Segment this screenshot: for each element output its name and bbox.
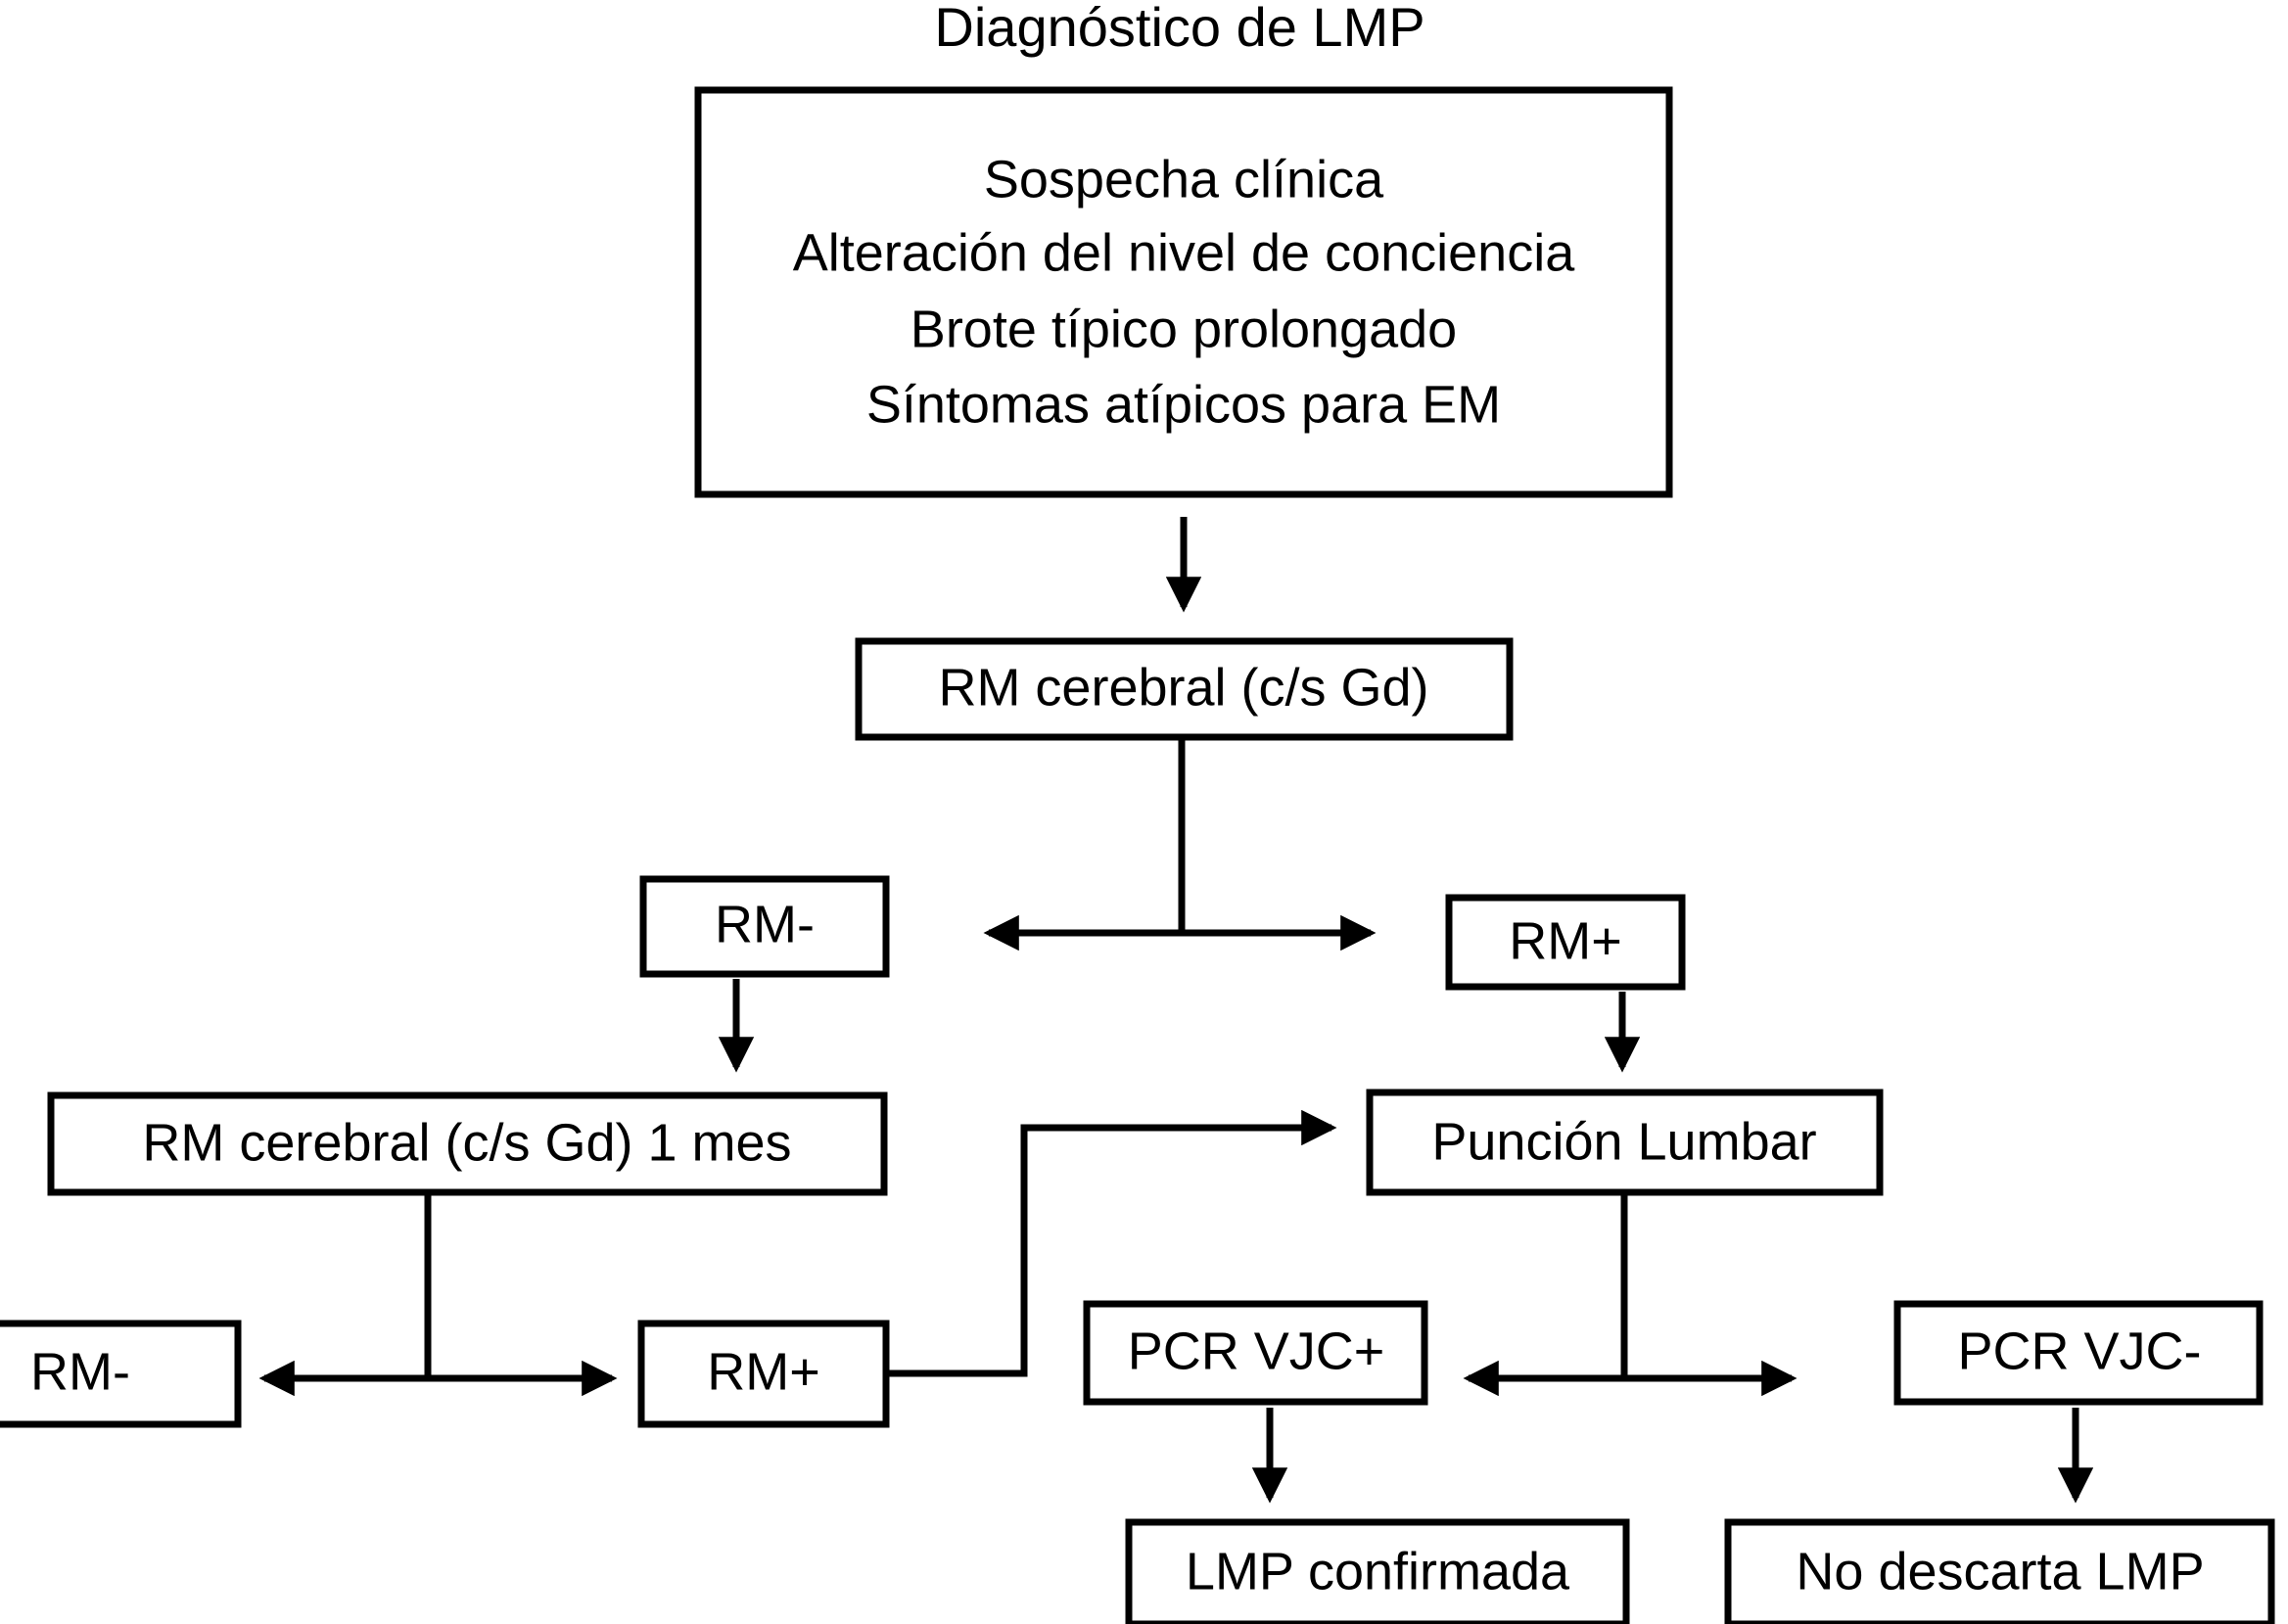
node-no-descarta-lmp[interactable] bbox=[1724, 1518, 2275, 1624]
node-rm-cerebral-1-mes[interactable] bbox=[47, 1091, 888, 1196]
node-pcr-vjc-positive[interactable] bbox=[1083, 1300, 1428, 1406]
node-puncion-lumbar-label: Punción Lumbar bbox=[1431, 1112, 1816, 1171]
node-rm-cerebral-1-mes-label: RM cerebral (c/s Gd) 1 mes bbox=[142, 1113, 791, 1172]
node-no-descarta-lmp-label: No descarta LMP bbox=[1796, 1542, 2204, 1601]
node-rm-positive-2-label: RM+ bbox=[707, 1342, 820, 1401]
node-sospecha-line1: Sospecha clínica bbox=[984, 150, 1384, 209]
node-sospecha-line4: Síntomas atípicos para EM bbox=[866, 375, 1501, 434]
node-pcr-vjc-negative-label: PCR VJC- bbox=[1957, 1322, 2201, 1380]
node-rm-cerebral[interactable] bbox=[855, 637, 1514, 741]
node-lmp-confirmada[interactable] bbox=[1125, 1518, 1630, 1624]
node-rm-negative-1-label: RM- bbox=[715, 895, 815, 953]
node-rm-cerebral-label: RM cerebral (c/s Gd) bbox=[938, 658, 1428, 717]
page-title: Diagnóstico de LMP bbox=[934, 0, 1424, 58]
node-sospecha-line2: Alteración del nivel de conciencia bbox=[793, 223, 1575, 282]
node-sospecha-clinica[interactable] bbox=[694, 86, 1673, 498]
node-sospecha-line3: Brote típico prolongado bbox=[911, 300, 1457, 358]
node-rm-negative-1[interactable] bbox=[639, 875, 890, 978]
node-rm-negative-2-label: RM- bbox=[30, 1342, 130, 1401]
node-rm-positive-1-label: RM+ bbox=[1509, 911, 1622, 970]
edge-rm-pos2-to-puncion bbox=[886, 1109, 1337, 1377]
node-rm-positive-2[interactable] bbox=[637, 1320, 890, 1428]
node-lmp-confirmada-label: LMP confirmada bbox=[1186, 1542, 1570, 1601]
node-pcr-vjc-positive-label: PCR VJC+ bbox=[1128, 1322, 1385, 1380]
node-rm-positive-1[interactable] bbox=[1445, 894, 1686, 991]
node-rm-negative-2[interactable] bbox=[0, 1320, 242, 1428]
node-pcr-vjc-negative[interactable] bbox=[1893, 1300, 2264, 1406]
node-puncion-lumbar[interactable] bbox=[1366, 1089, 1884, 1196]
